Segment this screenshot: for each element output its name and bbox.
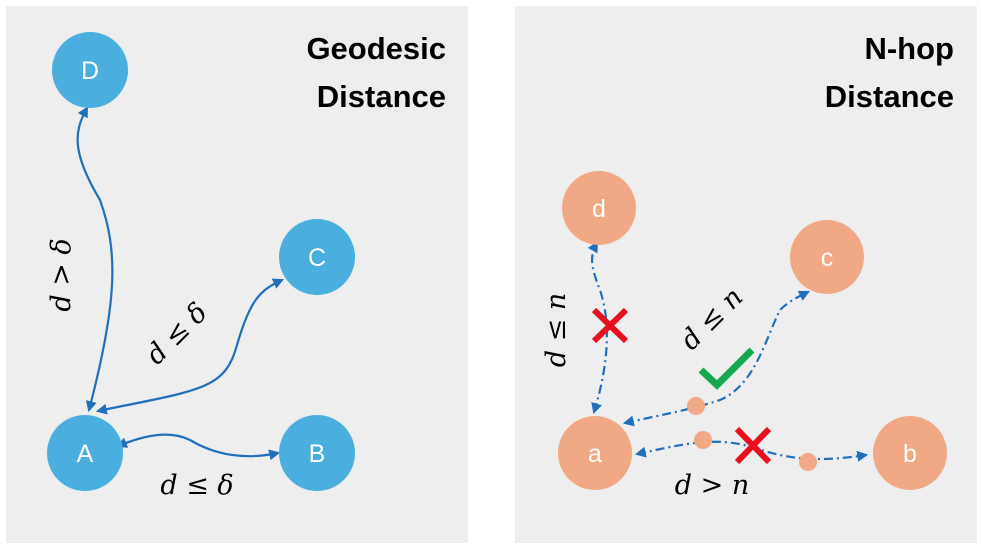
node-label: D [81,57,99,85]
check-icon [698,347,755,390]
node-d: D [52,32,128,108]
node-label: B [309,440,326,468]
node-label: c [821,244,834,272]
node-label: C [308,244,326,272]
cross-icon [591,307,629,344]
hop-dot [687,397,705,415]
node-label: b [903,440,917,468]
panel-title-line1: N-hop [864,31,954,66]
node-b: b [873,416,947,490]
edge-label-a-d: d ≤ n [541,293,572,367]
edge-label-a-b: d > n [675,470,749,501]
hop-dot [694,431,712,449]
node-b: B [279,415,355,491]
cross-icon [734,426,772,465]
node-a: a [558,416,632,490]
node-c: C [279,219,355,295]
geodesic-panel: Geodesic Distance D C A B d > δ d ≤ δ d … [6,6,468,543]
panel-title-line1: Geodesic [306,31,446,66]
edge-a-b [115,433,281,461]
node-label: A [77,440,94,468]
node-label: d [592,195,606,223]
node-a: A [47,415,123,491]
edge-a-c [622,291,810,427]
edge-a-c [95,278,285,415]
node-label: a [588,440,602,468]
panel-title-line2: Distance [825,79,954,114]
edge-label-a-d: d > δ [46,238,77,311]
panel-title-line2: Distance [317,79,446,114]
hop-dot [799,453,817,471]
n-hop-panel: N-hop Distance d c a b [515,6,977,543]
edge-a-d [587,241,608,415]
node-c: c [790,220,864,294]
node-d: d [562,171,636,245]
edge-label-a-b: d ≤ δ [160,470,233,501]
